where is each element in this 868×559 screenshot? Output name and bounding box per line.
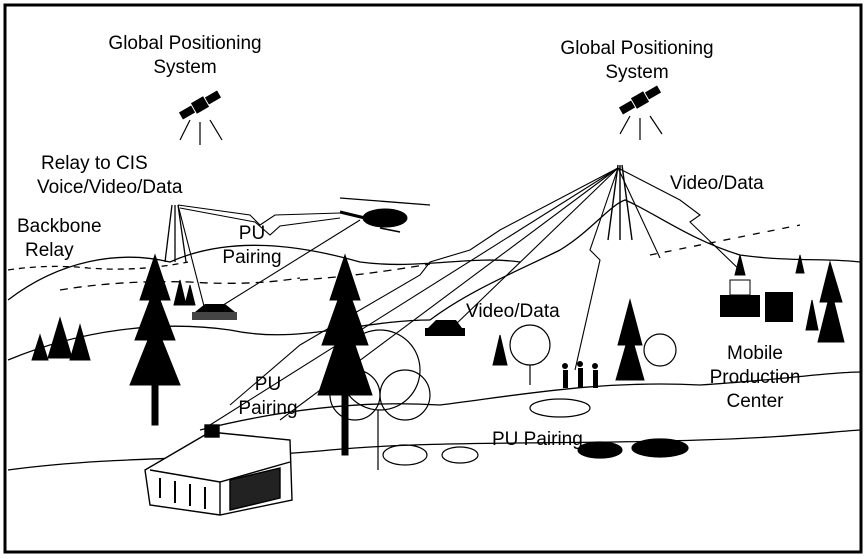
soldiers-icon: [562, 361, 598, 388]
satellite-left-rays: [179, 119, 223, 145]
satellite-right-rays: [619, 115, 663, 140]
central-relay-tower: [607, 164, 633, 241]
mobile-line-2: Production: [709, 367, 801, 388]
pu-pairing-left-line-1: PU: [254, 374, 282, 395]
frame: [3, 3, 863, 554]
pu-pairing-top-line-1: PU: [238, 223, 266, 244]
pu-pairing-bottom-label: PU Pairing: [492, 429, 583, 450]
satellite-left-icon: [178, 90, 222, 120]
mobile-production-vehicles: [720, 279, 793, 322]
backbone-relay-tower: [164, 204, 187, 263]
communication-links: [177, 167, 746, 426]
video-data-right-label: Video/Data: [670, 173, 764, 194]
relay-cis-label: Relay to CIS Voice/Video/Data: [37, 152, 182, 200]
gps-right-line-2: System: [605, 62, 669, 83]
deciduous-trees: [329, 324, 689, 470]
vehicle-mid-icon: [425, 320, 465, 336]
satellite-right-icon: [618, 85, 662, 115]
helicopter-icon: [339, 197, 431, 233]
mobile-line-3: Center: [726, 391, 784, 412]
mobile-production-center-label: Mobile Production Center: [690, 342, 820, 414]
backbone-relay-label: Backbone Relay: [17, 215, 102, 263]
gps-right-label: Global Positioning System: [522, 37, 752, 85]
pu-pairing-left-label: PU Pairing: [228, 373, 308, 421]
gps-left-line-2: System: [153, 57, 217, 78]
pu-pairing-top-label: PU Pairing: [212, 222, 292, 270]
backbone-line-2: Relay: [25, 240, 74, 261]
backbone-line-1: Backbone: [17, 216, 102, 237]
vehicle-hill-icon: [192, 304, 237, 320]
pine-trees: [31, 253, 845, 456]
gps-left-label: Global Positioning System: [70, 32, 300, 80]
relay-cis-line-1: Relay to CIS: [41, 153, 148, 174]
relay-cis-line-2: Voice/Video/Data: [37, 177, 183, 198]
pu-pairing-left-line-2: Pairing: [238, 398, 298, 419]
humvee-icon: [144, 424, 293, 516]
mobile-line-1: Mobile: [727, 343, 783, 364]
pu-pairing-top-line-2: Pairing: [222, 247, 282, 268]
gps-left-line-1: Global Positioning: [108, 33, 262, 54]
video-data-mid-label: Video/Data: [466, 301, 560, 322]
gps-right-line-1: Global Positioning: [560, 38, 714, 59]
